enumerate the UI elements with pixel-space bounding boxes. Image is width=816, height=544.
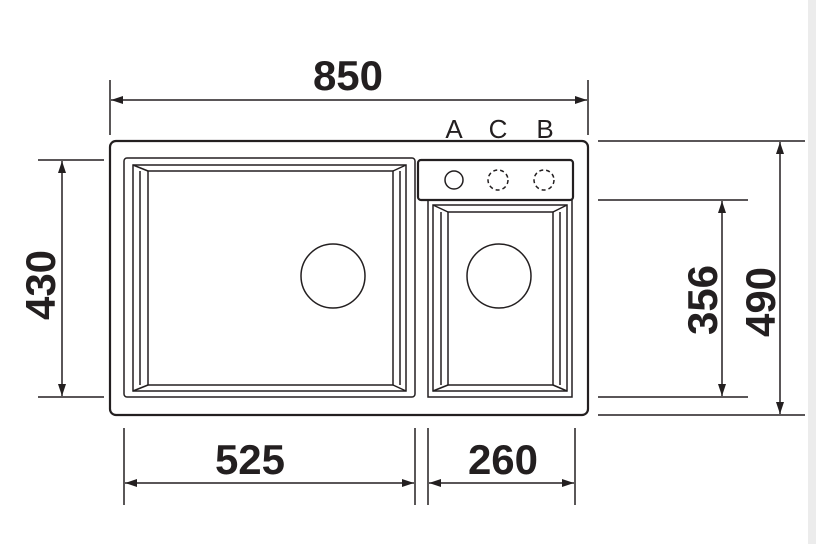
dimension-490: 490 xyxy=(598,140,805,416)
dimension-356: 356 xyxy=(598,199,748,398)
tap-hole-b xyxy=(533,169,555,191)
dimension-label-490: 490 xyxy=(737,267,784,337)
small-bowl xyxy=(427,200,573,398)
dimension-260: 260 xyxy=(427,428,576,505)
dimension-label-430: 430 xyxy=(17,250,64,320)
dimension-430: 430 xyxy=(17,159,104,398)
tap-hole-c xyxy=(487,169,509,191)
dimension-850: 850 xyxy=(109,52,589,135)
tap-label-b: B xyxy=(536,114,553,144)
large-bowl-drain xyxy=(300,243,366,309)
large-bowl xyxy=(123,157,416,398)
tap-deck: A C B xyxy=(416,114,575,202)
page-edge xyxy=(808,0,816,544)
tap-label-a: A xyxy=(445,114,463,144)
small-bowl-drain xyxy=(466,243,532,309)
dimension-label-356: 356 xyxy=(679,265,726,335)
dimension-525: 525 xyxy=(123,428,416,505)
tap-label-c: C xyxy=(489,114,508,144)
dimension-label-260: 260 xyxy=(468,436,538,483)
sink-outline xyxy=(108,139,590,417)
dimension-label-850: 850 xyxy=(313,52,383,99)
dimension-label-525: 525 xyxy=(215,436,285,483)
tap-hole-a xyxy=(444,170,464,190)
